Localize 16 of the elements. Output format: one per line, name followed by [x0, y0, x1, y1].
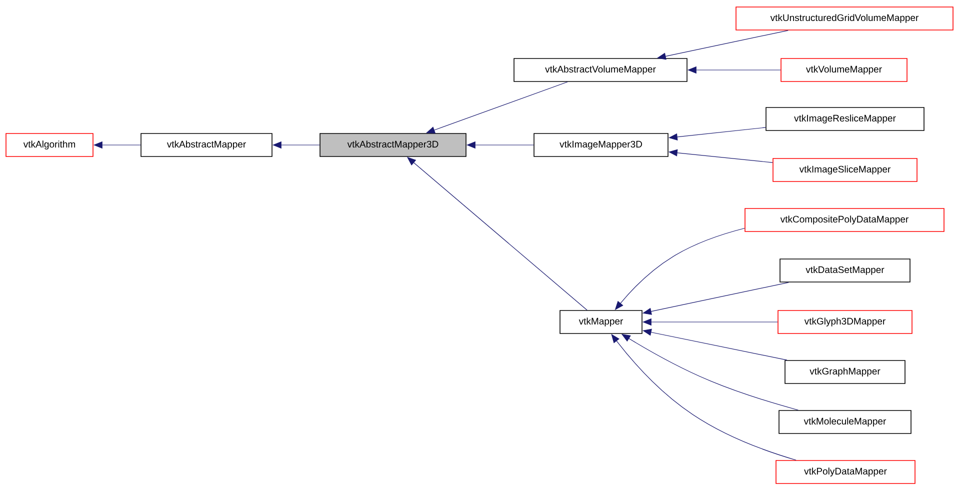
class-box: vtkImageResliceMapper: [766, 107, 924, 131]
class-box: vtkVolumeMapper: [780, 58, 908, 82]
class-box: vtkAbstractVolumeMapper: [514, 58, 688, 82]
class-box: vtkGlyph3DMapper: [778, 310, 912, 334]
class-box: vtkUnstructuredGridVolumeMapper: [736, 6, 954, 30]
class-box: vtkPolyDataMapper: [776, 460, 916, 484]
class-box: vtkImageMapper3D: [534, 133, 668, 157]
class-box: vtkDataSetMapper: [780, 258, 910, 282]
class-box: vtkImageSliceMapper: [772, 158, 918, 182]
class-box: vtkGraphMapper: [784, 360, 906, 384]
class-box: vtkAlgorithm: [6, 133, 94, 157]
class-box: vtkCompositePolyDataMapper: [744, 208, 944, 232]
class-box: vtkMapper: [560, 310, 642, 334]
class-box: vtkMoleculeMapper: [778, 410, 912, 434]
class-box: vtkAbstractMapper: [140, 133, 272, 157]
class-box: vtkAbstractMapper3D: [320, 133, 466, 157]
